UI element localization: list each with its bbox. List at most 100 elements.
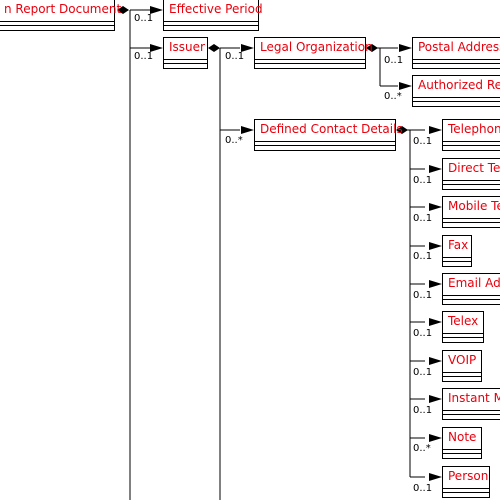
node-divider xyxy=(443,337,483,338)
node-divider xyxy=(413,97,500,98)
node-label: Mobile Te xyxy=(448,199,500,213)
multiplicity-telex: 0..1 xyxy=(413,328,433,339)
node-legal-organization[interactable]: Legal Organization xyxy=(254,37,373,69)
node-voip[interactable]: VOIP xyxy=(442,350,482,382)
multiplicity-effective-period: 0..1 xyxy=(134,13,154,24)
node-defined-contact-details[interactable]: Defined Contact Details xyxy=(254,119,403,151)
node-divider xyxy=(443,257,471,258)
node-divider xyxy=(413,101,500,102)
node-label: Fax xyxy=(448,238,469,252)
node-person[interactable]: Person xyxy=(442,466,490,498)
arrowhead-instant-messaging xyxy=(429,395,442,403)
node-label: Person xyxy=(448,469,489,483)
arrowhead-person xyxy=(429,473,442,481)
multiplicity-authorized-reg: 0..* xyxy=(384,91,402,102)
node-authorized-reg[interactable]: Authorized Reg xyxy=(412,75,500,107)
aggregation-diamond-issuer xyxy=(208,44,220,52)
node-note[interactable]: Note xyxy=(442,427,482,459)
node-divider xyxy=(443,449,481,450)
multiplicity-person: 0..1 xyxy=(413,483,433,494)
node-divider xyxy=(443,295,500,296)
arrowhead-fax xyxy=(429,242,442,250)
node-divider xyxy=(443,299,500,300)
arrowhead-note xyxy=(429,434,442,442)
multiplicity-instant-messaging: 0..1 xyxy=(413,405,433,416)
node-label: Issuer xyxy=(169,40,205,54)
arrowhead-legal-organization xyxy=(241,44,254,52)
arrowhead-authorized-reg xyxy=(399,82,412,90)
node-divider xyxy=(443,218,500,219)
node-divider xyxy=(255,145,395,146)
node-divider xyxy=(443,410,500,411)
node-divider xyxy=(443,180,500,181)
node-label: Telex xyxy=(448,314,479,328)
node-label: VOIP xyxy=(448,353,477,367)
node-instant-messaging[interactable]: Instant M xyxy=(442,388,500,420)
node-divider xyxy=(413,59,500,60)
arrowhead-effective-period xyxy=(150,6,163,14)
node-divider xyxy=(443,141,500,142)
node-label: Postal Address xyxy=(418,40,500,54)
node-telephone[interactable]: Telephon xyxy=(442,119,500,151)
node-divider xyxy=(443,261,471,262)
multiplicity-fax: 0..1 xyxy=(413,251,433,262)
aggregation-diamond-legal-organization xyxy=(366,44,378,52)
node-label: Authorized Reg xyxy=(418,78,500,92)
multiplicity-defined-contact-details: 0..* xyxy=(225,135,243,146)
node-divider xyxy=(164,63,207,64)
node-divider xyxy=(443,376,481,377)
arrowhead-email-address xyxy=(429,280,442,288)
node-postal-address[interactable]: Postal Address xyxy=(412,37,500,69)
node-divider xyxy=(443,333,483,334)
node-report-document[interactable]: n Report Document xyxy=(0,0,121,31)
node-divider xyxy=(0,25,114,26)
node-telex[interactable]: Telex xyxy=(442,311,484,343)
node-divider xyxy=(443,184,500,185)
aggregation-diamond-contact-details xyxy=(396,126,408,134)
arrowhead-telex xyxy=(429,318,442,326)
node-direct-telephone[interactable]: Direct Te xyxy=(442,158,500,190)
node-effective-period[interactable]: Effective Period xyxy=(163,0,263,31)
arrowhead-defined-contact-details xyxy=(241,126,254,134)
multiplicity-mobile-telephone: 0..1 xyxy=(413,213,433,224)
node-issuer[interactable]: Issuer xyxy=(163,37,208,69)
multiplicity-note: 0..* xyxy=(413,443,431,454)
multiplicity-voip: 0..1 xyxy=(413,367,433,378)
node-divider xyxy=(0,21,114,22)
node-label: Legal Organization xyxy=(260,40,373,54)
node-divider xyxy=(164,25,258,26)
node-label: Instant M xyxy=(448,391,500,405)
multiplicity-legal-organization: 0..1 xyxy=(225,51,245,62)
aggregation-diamond-report xyxy=(117,6,129,14)
node-divider xyxy=(164,59,207,60)
arrowhead-telephone xyxy=(429,126,442,134)
arrowhead-mobile-telephone xyxy=(429,203,442,211)
node-label: Effective Period xyxy=(169,2,263,16)
node-label: n Report Document xyxy=(4,2,122,16)
arrowhead-voip xyxy=(429,357,442,365)
node-label: Direct Te xyxy=(448,161,500,175)
node-email-address[interactable]: Email Add xyxy=(442,273,500,305)
multiplicity-telephone: 0..1 xyxy=(413,136,433,147)
node-divider xyxy=(164,21,258,22)
arrowhead-issuer xyxy=(150,44,163,52)
node-label: Email Add xyxy=(448,276,500,290)
multiplicity-postal-address: 0..1 xyxy=(384,55,404,66)
node-label: Defined Contact Details xyxy=(260,122,403,136)
node-fax[interactable]: Fax xyxy=(442,235,472,267)
arrowhead-postal-address xyxy=(399,44,412,52)
node-divider xyxy=(255,59,365,60)
arrowhead-direct-telephone xyxy=(429,165,442,173)
node-divider xyxy=(443,372,481,373)
node-divider xyxy=(413,63,500,64)
node-mobile-telephone[interactable]: Mobile Te xyxy=(442,196,500,228)
node-divider xyxy=(443,453,481,454)
node-divider xyxy=(443,145,500,146)
node-divider xyxy=(255,63,365,64)
node-divider xyxy=(443,488,489,489)
multiplicity-issuer: 0..1 xyxy=(134,51,154,62)
node-label: Telephon xyxy=(448,122,500,136)
multiplicity-email-address: 0..1 xyxy=(413,290,433,301)
node-divider xyxy=(443,492,489,493)
